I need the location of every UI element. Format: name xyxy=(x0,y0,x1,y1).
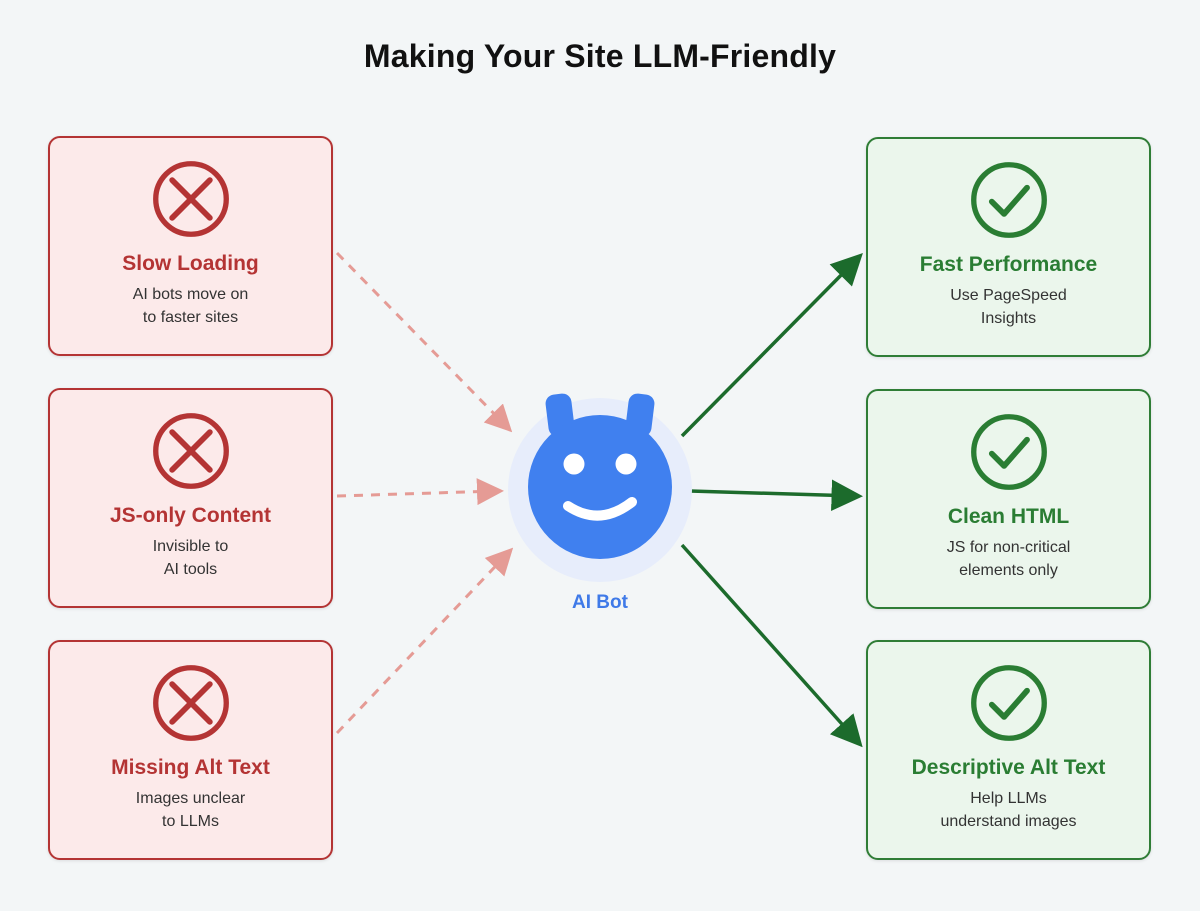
card-description-line: elements only xyxy=(959,562,1058,580)
card-description-line: Invisible to xyxy=(152,538,229,555)
card-description-line: Insights xyxy=(980,310,1037,328)
solution-card-fast-performance: Fast Performance Use PageSpeed Insights xyxy=(866,137,1151,357)
arrow-slow-loading-to-bot xyxy=(335,251,513,433)
card-title: Fast Performance xyxy=(919,253,1098,276)
problem-card-missing-alt-text: Missing Alt Text Images unclear to LLMs xyxy=(48,640,333,860)
bot-label: AI Bot xyxy=(572,592,628,613)
card-title: Clean HTML xyxy=(947,505,1070,528)
card-description-line: Help LLMs xyxy=(970,790,1047,807)
card-description-line: understand images xyxy=(940,813,1077,831)
check-icon xyxy=(970,414,1047,490)
solution-card-clean-html: Clean HTML JS for non-critical elements … xyxy=(866,389,1151,609)
problem-card-js-only-content: JS-only Content Invisible to AI tools xyxy=(48,388,333,608)
cross-icon xyxy=(152,665,229,741)
problem-card-slow-loading: Slow Loading AI bots move on to faster s… xyxy=(48,136,333,356)
card-title: Missing Alt Text xyxy=(111,756,270,779)
arrow-bot-to-clean-html xyxy=(689,479,863,512)
card-title: JS-only Content xyxy=(110,504,271,527)
card-description-line: JS for non-critical xyxy=(946,539,1071,556)
arrow-missing-alt-to-bot xyxy=(335,547,514,735)
arrow-js-only-to-bot xyxy=(336,478,504,506)
card-description-line: AI bots move on xyxy=(132,286,249,303)
cross-icon xyxy=(152,161,229,237)
card-title: Slow Loading xyxy=(122,252,259,275)
card-description-line: Images unclear xyxy=(135,790,246,807)
card-title: Descriptive Alt Text xyxy=(911,756,1106,779)
check-icon xyxy=(970,162,1047,238)
diagram-title: Making Your Site LLM-Friendly xyxy=(363,38,837,74)
arrow-bot-to-fast-performance xyxy=(680,253,863,438)
check-icon xyxy=(970,665,1047,741)
solution-card-descriptive-alt-text: Descriptive Alt Text Help LLMs understan… xyxy=(866,640,1151,860)
card-description-line: to faster sites xyxy=(142,309,239,327)
card-description-line: to LLMs xyxy=(162,813,219,831)
cross-icon xyxy=(152,413,229,489)
robot-icon xyxy=(508,393,692,582)
arrow-bot-to-descriptive-alt xyxy=(680,543,863,748)
card-description-line: AI tools xyxy=(163,561,218,579)
card-description-line: Use PageSpeed xyxy=(950,287,1067,304)
